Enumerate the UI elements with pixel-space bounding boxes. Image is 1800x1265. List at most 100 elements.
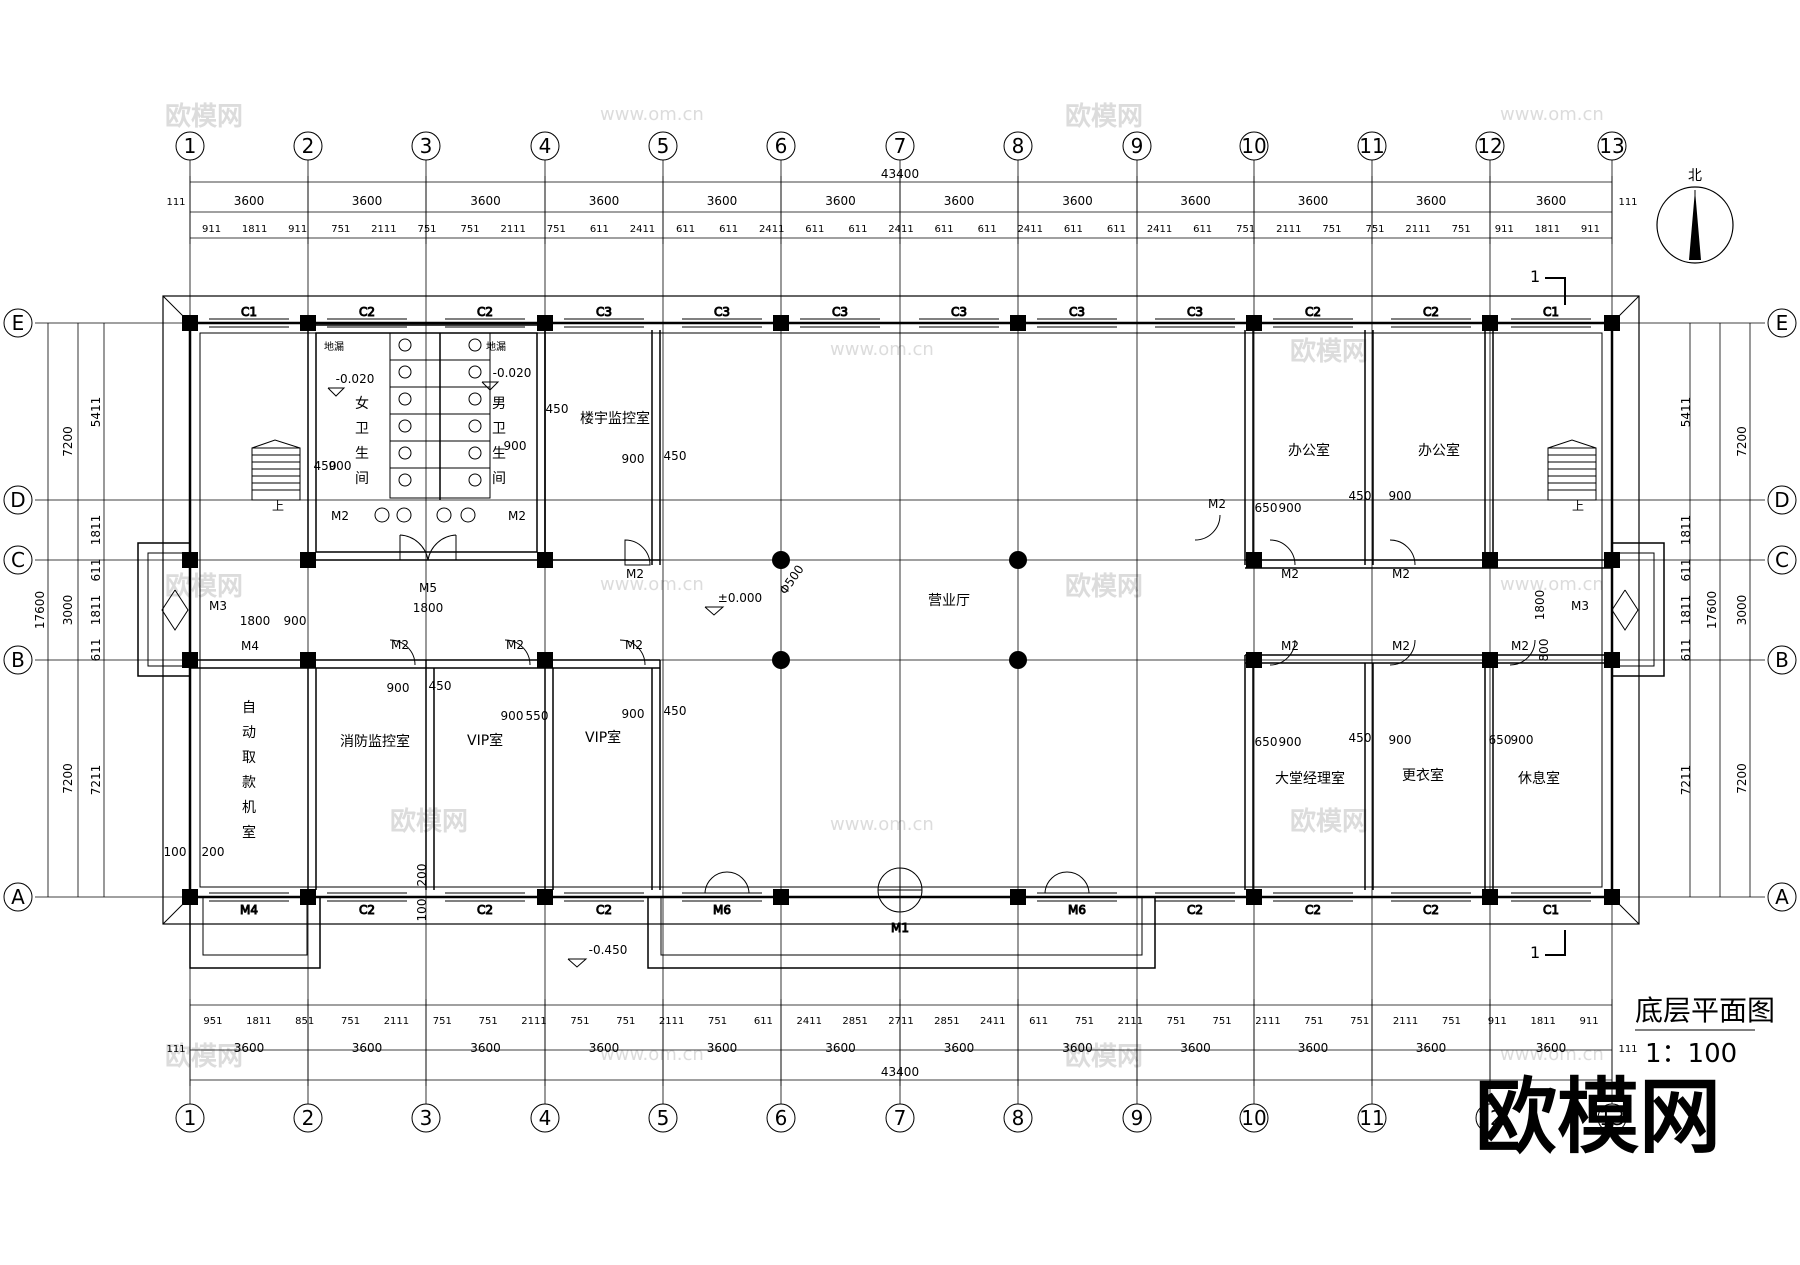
- door-tag: M2: [506, 638, 524, 652]
- room-fire-monitor: 消防监控室: [340, 733, 410, 750]
- room-female-wc-1: 女: [355, 395, 369, 412]
- column-square: [1010, 315, 1026, 331]
- column-square: [537, 552, 553, 568]
- window-tag-top: C3: [596, 305, 612, 319]
- dim-detail-bottom: 751: [1075, 1016, 1094, 1027]
- dim-detail-top: 611: [805, 224, 824, 235]
- door-tag: M2: [1392, 567, 1410, 581]
- watermark-url: www.om.cn: [600, 104, 704, 125]
- dim-bay-top: 3600: [1298, 194, 1329, 208]
- door-tag-m3: M3: [1571, 599, 1589, 613]
- dim-edge: 111: [1618, 1044, 1637, 1055]
- room-building-monitor: 楼宇监控室: [580, 410, 650, 427]
- dim-bay-top: 3600: [944, 194, 975, 208]
- column-square: [1482, 552, 1498, 568]
- dim-label: 650: [1489, 733, 1512, 747]
- column-square: [1246, 552, 1262, 568]
- dim-left-sub: 1811: [89, 515, 103, 546]
- column-square: [300, 889, 316, 905]
- elevation-marks: -0.020 -0.020 ±0.000 -0.450: [327, 366, 762, 968]
- column-square: [1010, 889, 1026, 905]
- watermark-url: www.om.cn: [830, 339, 934, 360]
- axis-label-C: C: [11, 548, 25, 572]
- dim-detail-bottom: 751: [570, 1016, 589, 1027]
- window-tag-top: C2: [477, 305, 493, 319]
- window-tag-top: C3: [714, 305, 730, 319]
- room-labels: 女 卫 生 间 男 卫 生 间 楼宇监控室 办公室 办公室 营业厅 自 动 取 …: [242, 340, 1584, 841]
- axis-bubble-3: [411, 1103, 441, 1133]
- dim-detail-bottom: 751: [479, 1016, 498, 1027]
- dimension-labels: 3600360036003600360036003600360036003600…: [33, 167, 1749, 1086]
- dim-label: 1800: [240, 614, 271, 628]
- watermark-logo: 欧模网: [1065, 1041, 1143, 1072]
- dim-detail-bottom: 2111: [521, 1016, 546, 1027]
- dim-bay-bottom: 3600: [944, 1041, 975, 1055]
- dim-bay-top: 3600: [589, 194, 620, 208]
- door-swings: [161, 514, 1639, 913]
- axis-bubble-11: [1357, 1103, 1387, 1133]
- dim-bay-top: 3600: [1062, 194, 1093, 208]
- dim-right-sub: 611: [1679, 559, 1693, 582]
- dim-edge: 111: [166, 1044, 185, 1055]
- column-square: [1604, 315, 1620, 331]
- dim-detail-top: 611: [978, 224, 997, 235]
- watermark-url: www.om.cn: [1500, 574, 1604, 595]
- axis-label-7: 7: [894, 1106, 907, 1130]
- axis-bubble-5: [648, 131, 678, 161]
- watermarks: 欧模网 www.om.cn 欧模网 www.om.cn 欧模网 www.om.c…: [165, 101, 1604, 1072]
- elevation-wc-male: -0.020: [493, 366, 532, 380]
- elevation-hall: ±0.000: [718, 591, 762, 605]
- dim-detail-bottom: 751: [1167, 1016, 1186, 1027]
- window-tag-bottom: M6: [1068, 903, 1086, 917]
- dim-detail-bottom: 2711: [888, 1016, 913, 1027]
- dim-detail-top: 611: [1107, 224, 1126, 235]
- dim-detail-top: 611: [1193, 224, 1212, 235]
- dim-label: 450: [314, 459, 337, 473]
- dim-label: 800: [1537, 639, 1551, 662]
- column-round: [772, 651, 790, 669]
- door-tag: M2: [508, 509, 526, 523]
- axis-bubble-11: [1357, 131, 1387, 161]
- dim-right-row: 7200: [1735, 426, 1749, 457]
- dim-detail-top: 611: [848, 224, 867, 235]
- dim-bay-bottom: 3600: [707, 1041, 738, 1055]
- axis-label-6: 6: [775, 1106, 788, 1130]
- axis-bubble-7: [885, 1103, 915, 1133]
- axis-bubble-2: [293, 1103, 323, 1133]
- axis-bubble-6: [766, 1103, 796, 1133]
- dim-label: 900: [284, 614, 307, 628]
- dim-detail-top: 611: [590, 224, 609, 235]
- watermark-logo: 欧模网: [1065, 101, 1143, 132]
- room-atm-3: 取: [242, 750, 256, 766]
- dim-bay-bottom: 3600: [825, 1041, 856, 1055]
- dim-detail-bottom: 2111: [659, 1016, 684, 1027]
- axis-label-5: 5: [657, 134, 670, 158]
- axis-bubble-5: [648, 1103, 678, 1133]
- door-tag: M2: [625, 638, 643, 652]
- axis-bubble-A: [1767, 882, 1797, 912]
- dim-detail-top: 751: [331, 224, 350, 235]
- dim-detail-bottom: 1811: [246, 1016, 271, 1027]
- room-male-wc-3: 生: [492, 446, 506, 462]
- axis-label-B: B: [1775, 648, 1789, 672]
- dim-detail-top: 751: [1452, 224, 1471, 235]
- window-tag-top: C3: [951, 305, 967, 319]
- dim-detail-bottom: 2851: [934, 1016, 959, 1027]
- dim-label: 450: [546, 402, 569, 416]
- drawing-scale: 1：100: [1645, 1039, 1737, 1069]
- dim-detail-bottom: 751: [1350, 1016, 1369, 1027]
- axis-bubble-C: [3, 545, 33, 575]
- dim-bay-bottom: 3600: [234, 1041, 265, 1055]
- dim-detail-bottom: 2851: [842, 1016, 867, 1027]
- axis-label-3: 3: [420, 1106, 433, 1130]
- window-tag-top: C2: [359, 305, 375, 319]
- dim-detail-bottom: 611: [1029, 1016, 1048, 1027]
- column-square: [537, 652, 553, 668]
- axis-label-7: 7: [894, 134, 907, 158]
- axis-label-E: E: [1776, 311, 1789, 335]
- dim-right-row: 3000: [1735, 595, 1749, 626]
- column-round: [1009, 651, 1027, 669]
- room-office-1: 办公室: [1288, 442, 1330, 459]
